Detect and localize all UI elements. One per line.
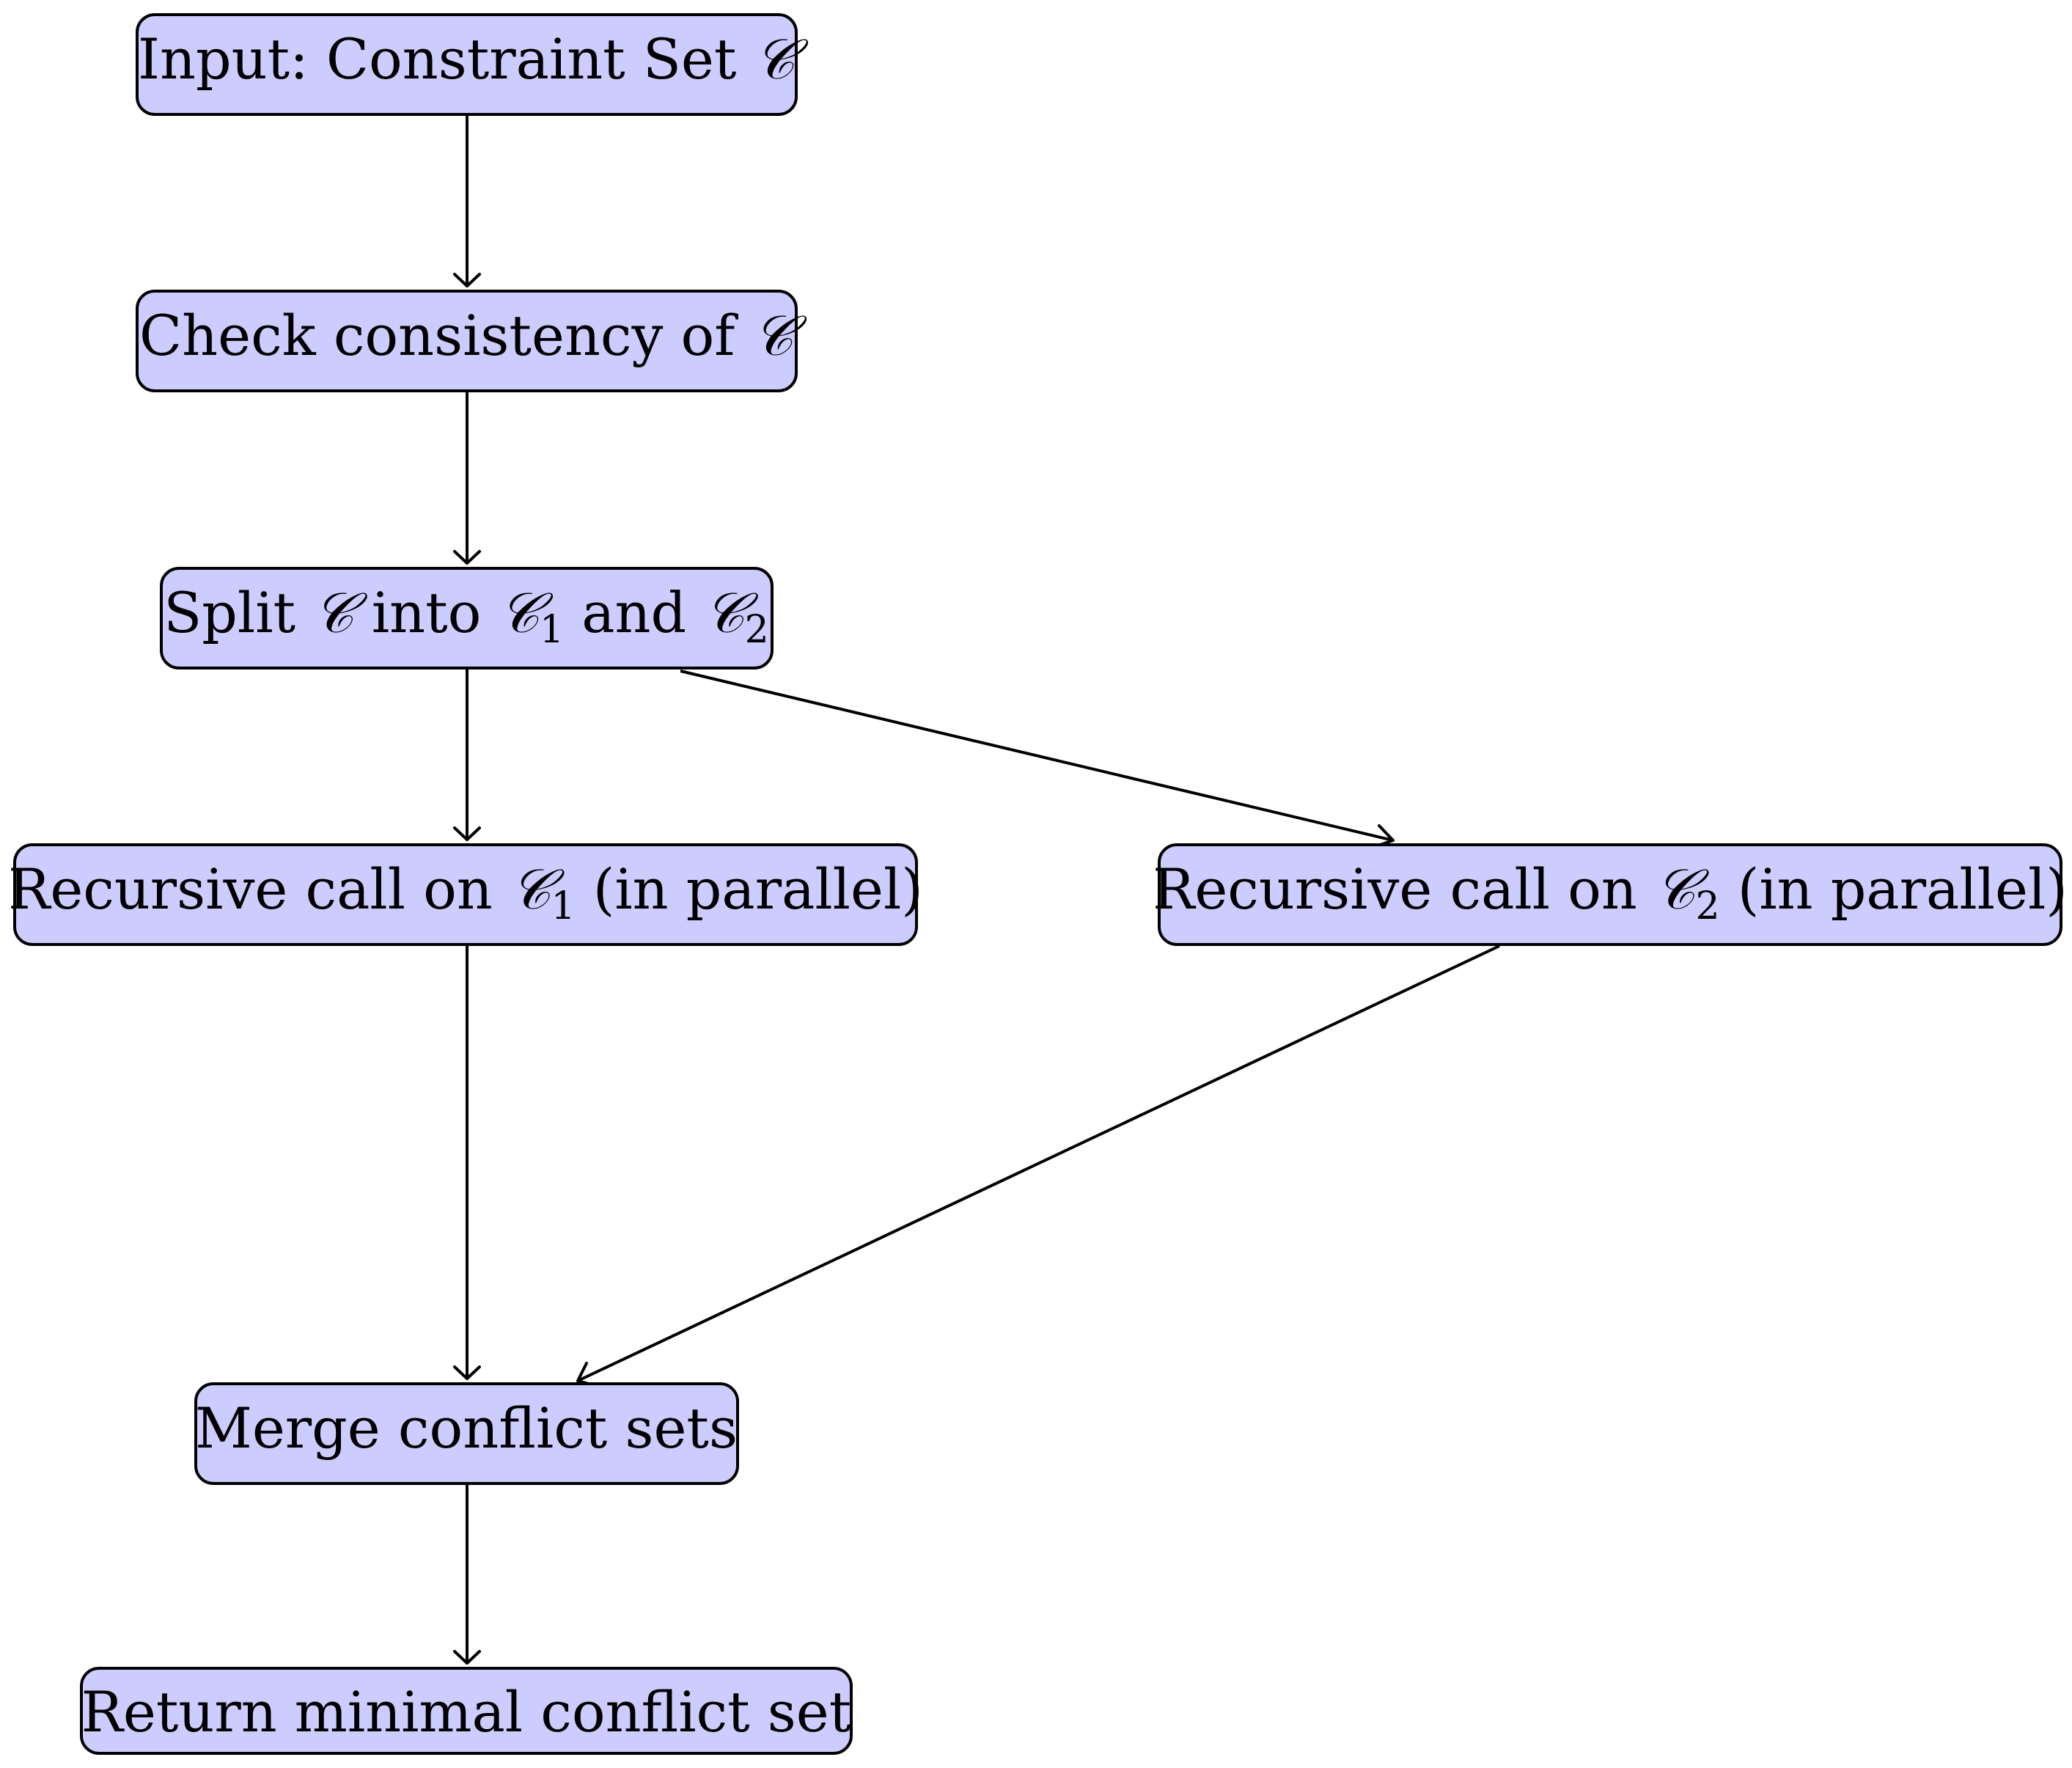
arrowhead-check-split	[453, 550, 481, 565]
node-merge-label: Merge conflict sets	[195, 1395, 738, 1461]
node-return-box	[80, 1667, 853, 1755]
node-recursive-2: Recursive call on 𝒞2 (in parallel)	[1153, 843, 2068, 946]
arrowhead-input-check	[453, 273, 481, 287]
node-split-label: Split 𝒞 into 𝒞1 and 𝒞2	[164, 580, 769, 652]
node-input-box	[136, 13, 798, 116]
node-recursive-1: Recursive call on 𝒞1 (in parallel)	[8, 843, 923, 946]
node-return: Return minimal conflict set	[80, 1667, 853, 1755]
node-merge-box	[194, 1382, 739, 1485]
node-split: Split 𝒞 into 𝒞1 and 𝒞2	[160, 567, 774, 670]
node-check: Check consistency of 𝒞	[136, 290, 807, 392]
node-split-box	[160, 567, 774, 670]
node-recursive-2-label: Recursive call on 𝒞2 (in parallel)	[1153, 857, 2068, 928]
node-return-label: Return minimal conflict set	[81, 1679, 852, 1745]
node-check-label: Check consistency of 𝒞	[139, 303, 807, 368]
node-check-box	[136, 290, 798, 392]
node-recursive-2-box	[1158, 843, 2062, 946]
arrowhead-recursive1-merge	[453, 1365, 481, 1380]
node-recursive-1-box	[13, 843, 918, 946]
node-input: Input: Constraint Set 𝒞	[136, 13, 809, 116]
edge-recursive2-merge	[577, 944, 1500, 1382]
node-input-label: Input: Constraint Set 𝒞	[138, 26, 809, 92]
node-merge: Merge conflict sets	[194, 1382, 739, 1485]
edge-split-recursive2	[680, 670, 1394, 842]
node-recursive-1-label: Recursive call on 𝒞1 (in parallel)	[8, 857, 923, 928]
arrowhead-split-recursive1	[453, 826, 481, 841]
arrowhead-merge-return	[453, 1650, 481, 1665]
